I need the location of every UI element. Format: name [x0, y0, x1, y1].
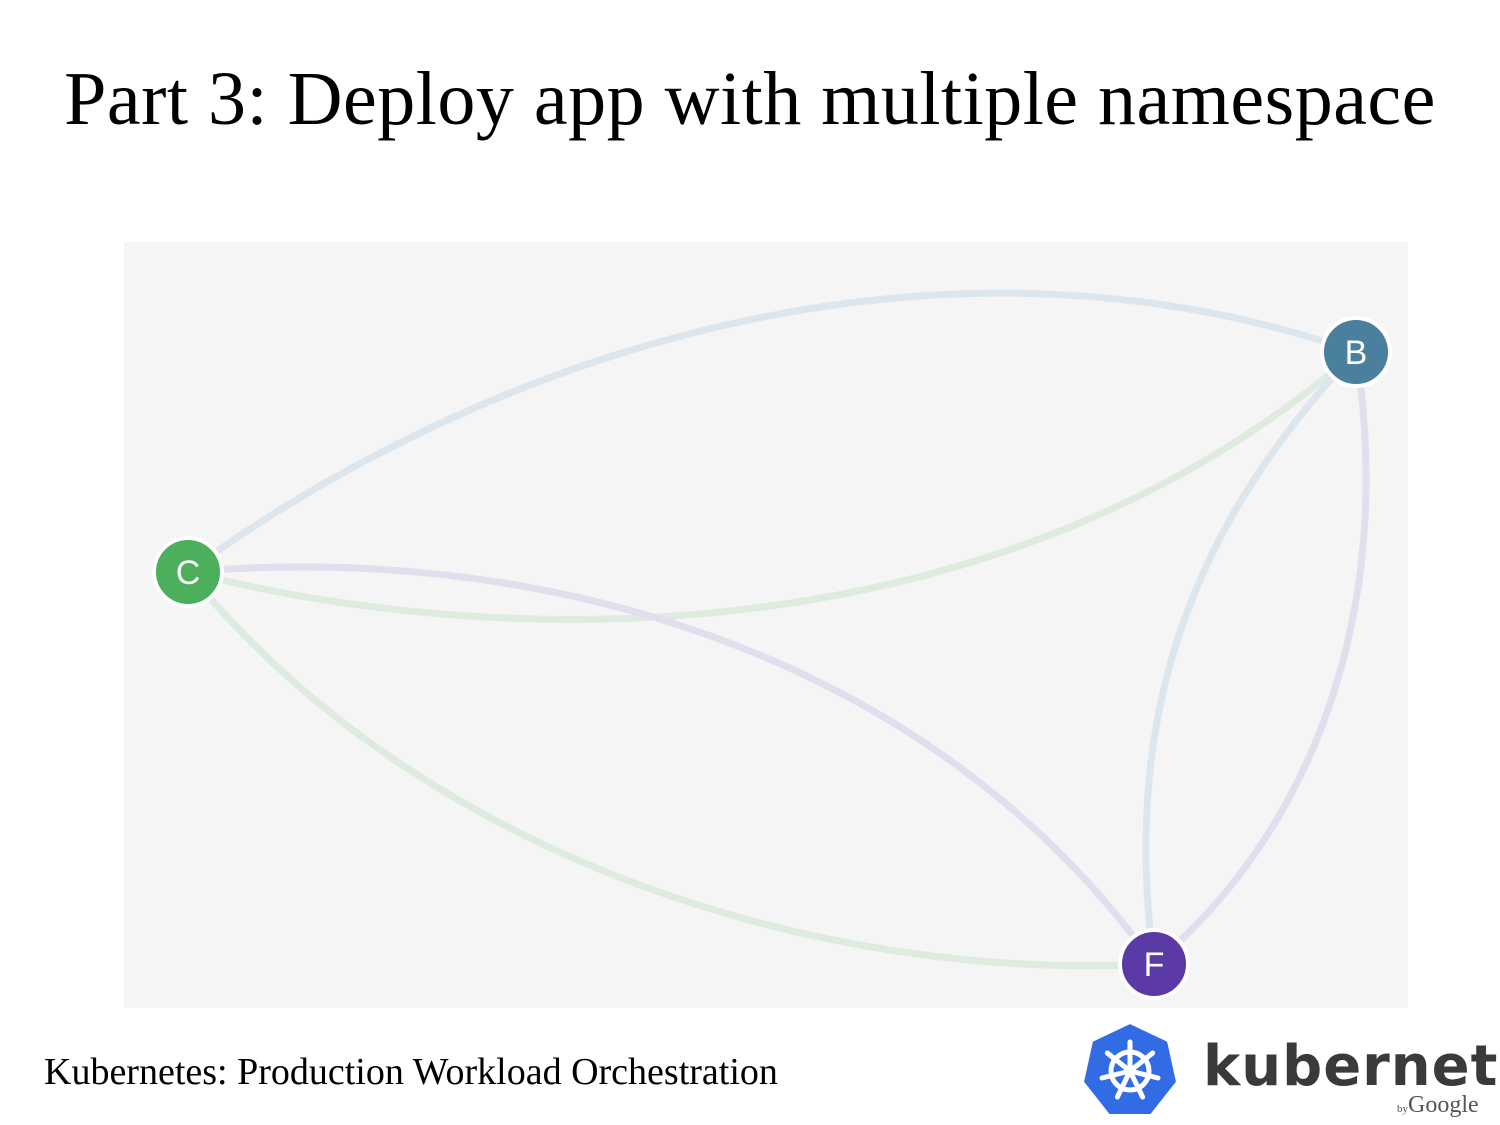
by-text: by [1397, 1103, 1408, 1115]
node-f[interactable]: F [1118, 928, 1190, 1000]
slide-title: Part 3: Deploy app with multiple namespa… [64, 57, 1436, 141]
graph-canvas: C B F [152, 289, 1392, 1000]
edge-c-f-purple [184, 563, 1158, 968]
kubernetes-wordmark: kubernetes [1203, 1034, 1500, 1099]
node-c-circle [152, 536, 224, 608]
node-c[interactable]: C [152, 536, 224, 608]
node-b-label: B [1345, 334, 1368, 372]
node-f-label: F [1144, 946, 1165, 984]
edge-c-b-blue [184, 289, 1360, 576]
kubernetes-helm-icon [1081, 1021, 1179, 1116]
graph-panel: C B F [124, 242, 1408, 1008]
google-text: Google [1408, 1092, 1479, 1118]
edge-c-f-green [184, 568, 1158, 970]
edge-c-b-green [184, 348, 1360, 623]
node-c-label: C [176, 554, 201, 592]
edge-b-f-purple [1150, 348, 1370, 968]
node-b-circle [1320, 316, 1392, 388]
edge-b-f-blue [1142, 348, 1360, 968]
by-google-byline: byGoogle [1397, 1092, 1479, 1119]
node-b[interactable]: B [1320, 316, 1392, 388]
footer-text: Kubernetes: Production Workload Orchestr… [44, 1051, 778, 1093]
node-f-circle [1118, 928, 1190, 1000]
